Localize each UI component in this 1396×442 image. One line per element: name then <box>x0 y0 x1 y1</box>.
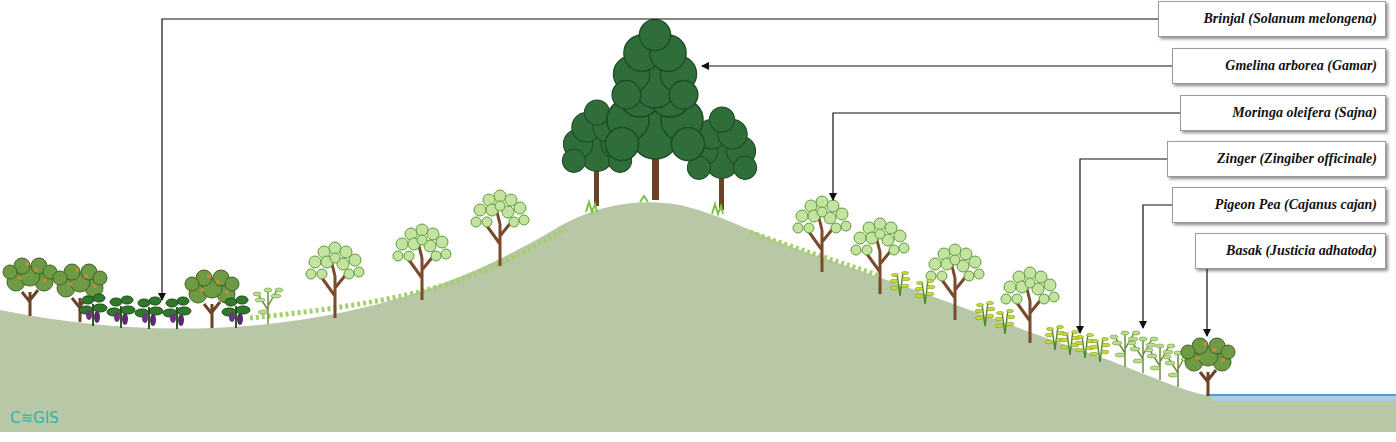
species-label: Zinger (Zingiber officinale) <box>1217 151 1377 167</box>
label-box: Gmelina arborea (Gamar) <box>1172 48 1386 84</box>
label-box: Basak (Justicia adhatoda) <box>1195 233 1386 269</box>
species-label: Brinjal (Solanum melongena) <box>1204 11 1377 27</box>
species-label: Gmelina arborea (Gamar) <box>1225 58 1377 74</box>
label-box: Brinjal (Solanum melongena) <box>1158 1 1386 37</box>
watermark: C≋GIS <box>10 409 59 427</box>
species-label: Moringa oleifera (Sajna) <box>1232 105 1377 121</box>
label-box: Pigeon Pea (Cajanus cajan) <box>1172 187 1386 223</box>
label-box: Zinger (Zingiber officinale) <box>1167 141 1386 177</box>
label-box: Moringa oleifera (Sajna) <box>1180 95 1386 131</box>
species-label: Pigeon Pea (Cajanus cajan) <box>1215 197 1377 213</box>
species-label: Basak (Justicia adhatoda) <box>1226 243 1377 259</box>
